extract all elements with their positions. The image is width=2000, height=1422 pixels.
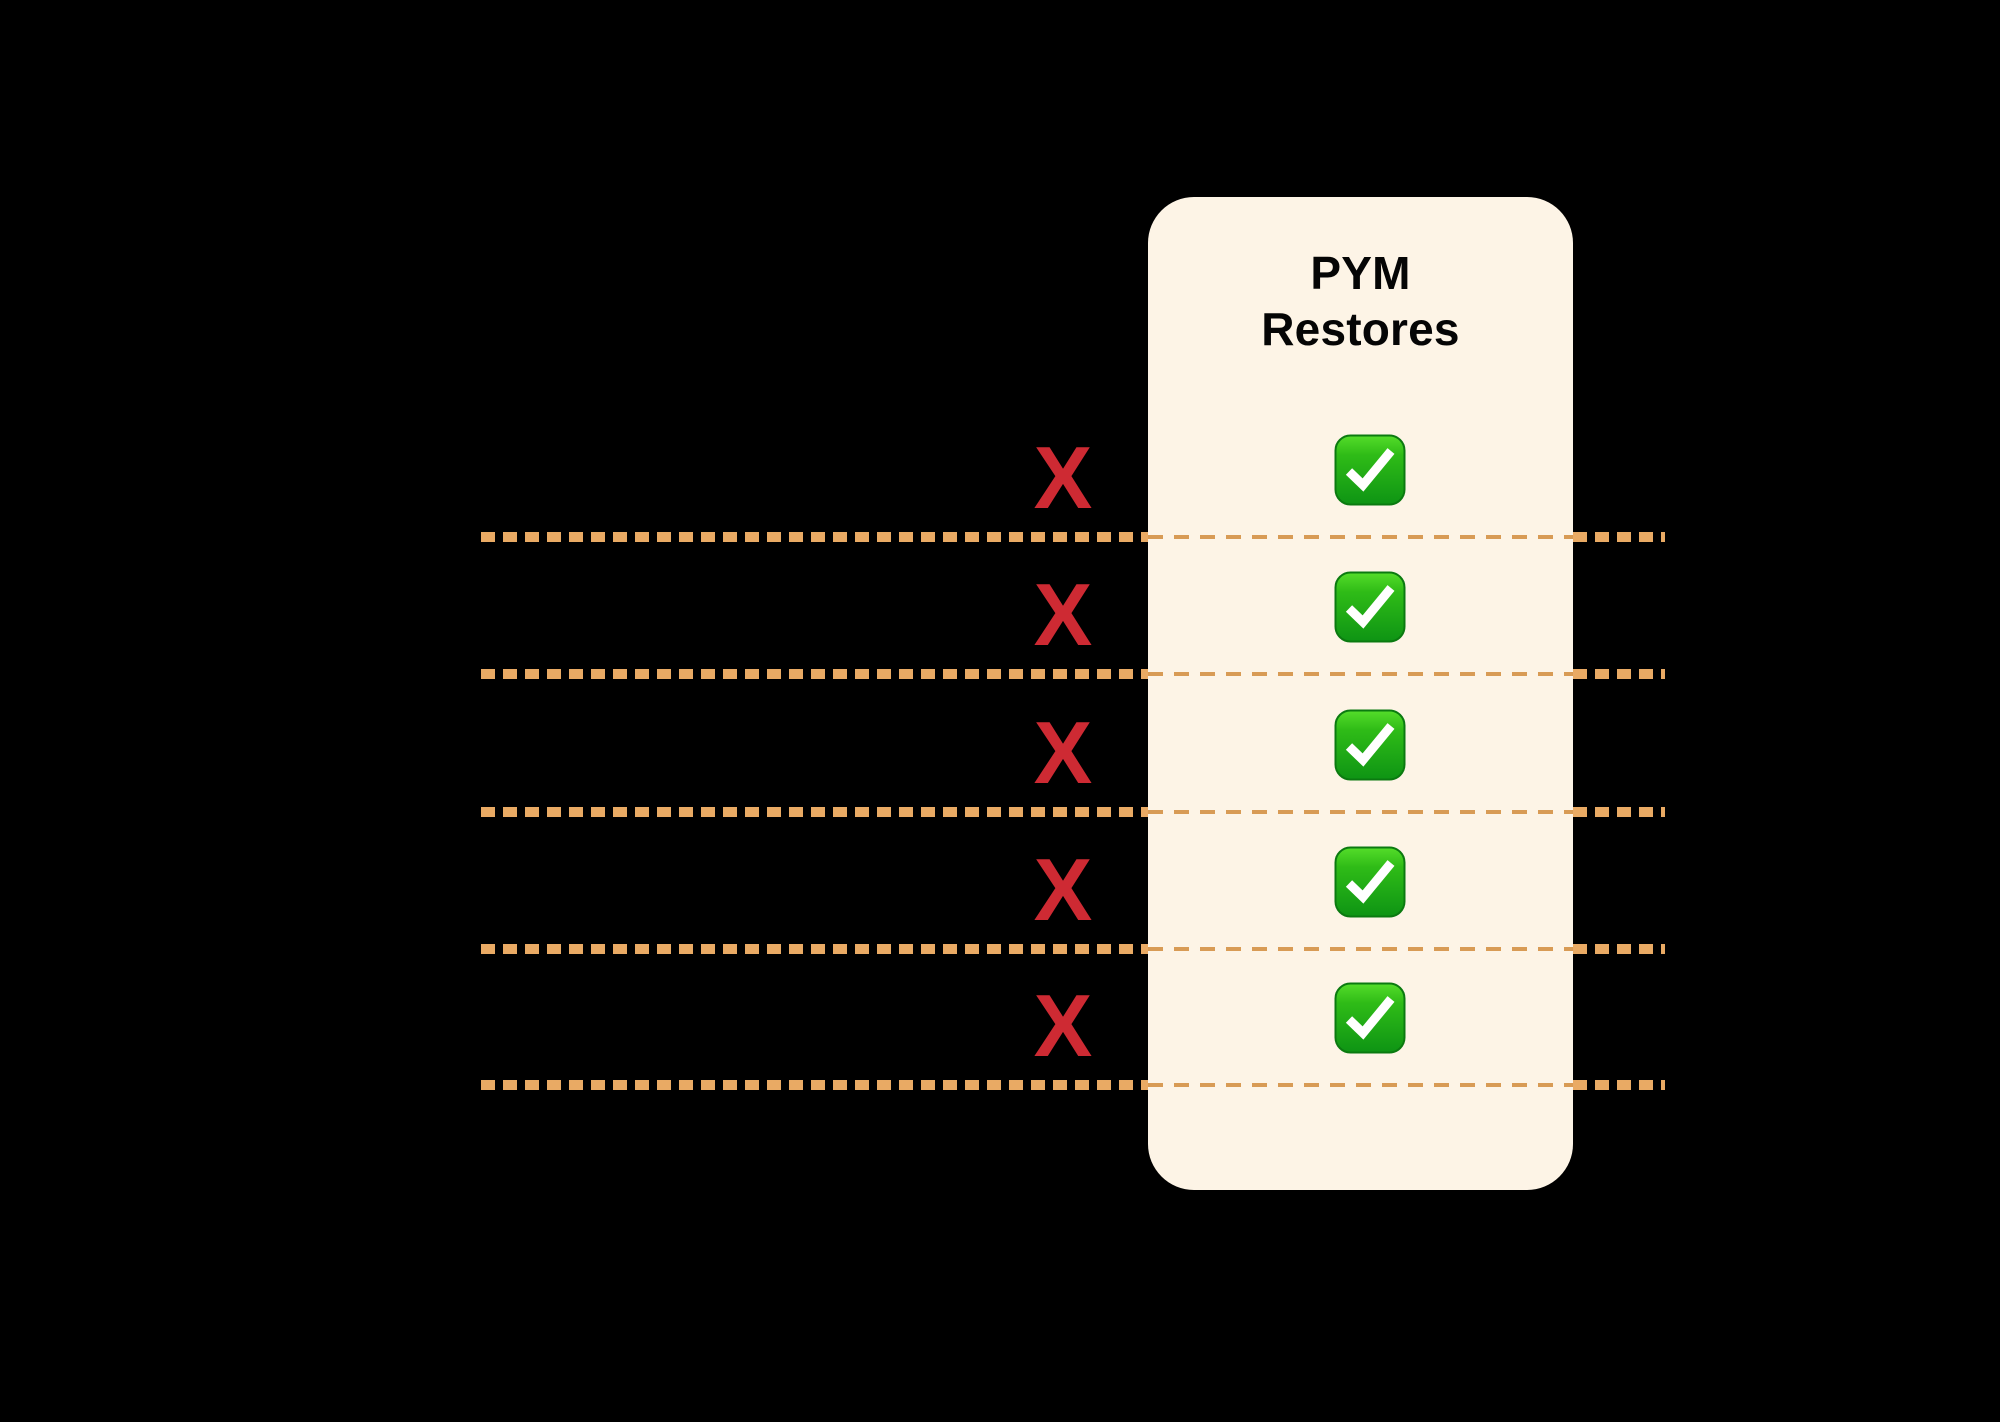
green-check-icon-row-3 bbox=[1334, 709, 1406, 781]
red-x-icon-row-5: X bbox=[1033, 976, 1093, 1075]
dashed-separator-segment-left bbox=[481, 807, 1148, 817]
dashed-separator-segment-left bbox=[481, 669, 1148, 679]
dashed-separator-segment-right bbox=[1573, 944, 1665, 954]
pym-restores-panel-title: PYM Restores bbox=[1261, 247, 1460, 356]
dashed-separator-segment-right bbox=[1573, 1080, 1665, 1090]
dashed-separator-segment-right bbox=[1573, 532, 1665, 542]
red-x-icon-row-2: X bbox=[1033, 565, 1093, 664]
red-x-icon-row-1: X bbox=[1033, 428, 1093, 527]
dashed-separator-segment-right bbox=[1573, 669, 1665, 679]
dashed-separator-segment-right bbox=[1573, 807, 1665, 817]
red-x-icon-row-3: X bbox=[1033, 703, 1093, 802]
dashed-separator-segment-left bbox=[481, 1080, 1148, 1090]
green-check-icon-row-2 bbox=[1334, 571, 1406, 643]
green-check-icon-row-1 bbox=[1334, 434, 1406, 506]
red-x-icon-row-4: X bbox=[1033, 840, 1093, 939]
green-check-icon-row-5 bbox=[1334, 982, 1406, 1054]
green-check-icon-row-4 bbox=[1334, 846, 1406, 918]
dashed-separator-segment-left bbox=[481, 532, 1148, 542]
dashed-separator-segment-left bbox=[481, 944, 1148, 954]
